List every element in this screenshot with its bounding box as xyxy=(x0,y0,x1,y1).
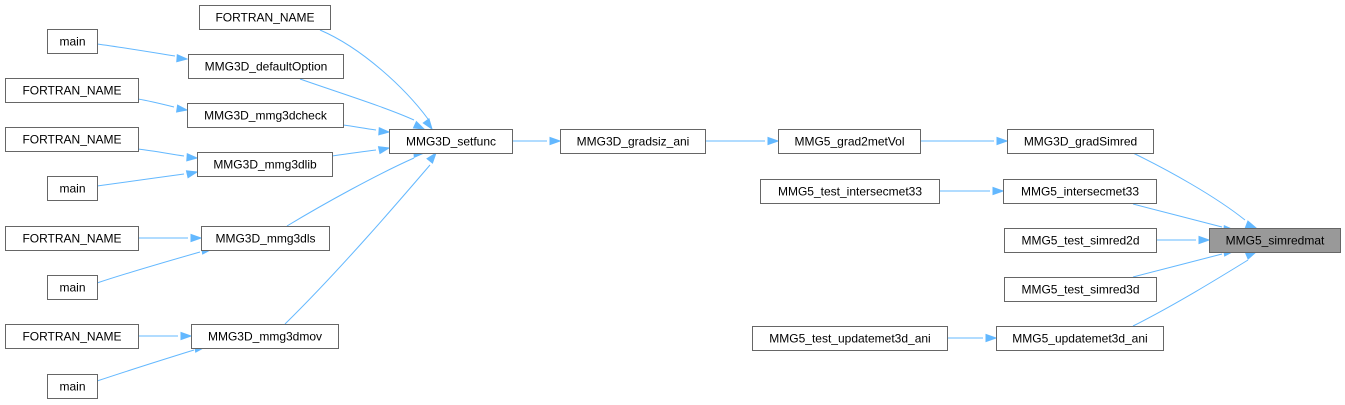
edge-gradsiz_ani-to-grad2metVol xyxy=(704,136,780,146)
node-label: FORTRAN_NAME xyxy=(215,11,314,25)
edge-mmg3dlib-to-setfunc xyxy=(331,146,391,157)
node-setfunc[interactable]: MMG3D_setfunc xyxy=(389,129,513,154)
node-label: FORTRAN_NAME xyxy=(22,330,121,344)
node-mmg3dmov[interactable]: MMG3D_mmg3dmov xyxy=(191,324,339,349)
node-mmg3dls[interactable]: MMG3D_mmg3dls xyxy=(201,226,330,251)
node-label: FORTRAN_NAME xyxy=(22,232,121,246)
node-label: MMG5_test_simred3d xyxy=(1021,283,1139,297)
edge-test_simred3d-to-simredmat xyxy=(1132,248,1236,278)
node-label: main xyxy=(59,281,85,295)
node-main-2[interactable]: main xyxy=(47,176,98,201)
edge-defaultOption-to-setfunc xyxy=(299,78,426,130)
node-label: MMG3D_gradSimred xyxy=(1024,135,1137,149)
node-simredmat: MMG5_simredmat xyxy=(1209,228,1341,253)
node-label: MMG3D_mmg3dlib xyxy=(213,158,317,172)
node-fortran-2[interactable]: FORTRAN_NAME xyxy=(5,78,139,103)
edge-mmg3dmov-to-setfunc xyxy=(284,151,437,325)
node-fortran-4[interactable]: FORTRAN_NAME xyxy=(5,226,139,251)
node-label: main xyxy=(59,380,85,394)
node-label: MMG5_simredmat xyxy=(1226,234,1325,248)
node-main-4[interactable]: main xyxy=(47,374,98,399)
edge-fortran_3-to-mmg3dlib xyxy=(137,148,199,162)
node-label: MMG3D_mmg3dcheck xyxy=(204,109,328,123)
node-test-simred3d[interactable]: MMG5_test_simred3d xyxy=(1004,277,1157,302)
edge-main_2-to-mmg3dlib xyxy=(96,170,199,187)
node-updatemet3d-ani[interactable]: MMG5_updatemet3d_ani xyxy=(996,326,1164,351)
node-intersecmet33[interactable]: MMG5_intersecmet33 xyxy=(1003,179,1157,204)
edge-test_simred2d-to-simredmat xyxy=(1156,235,1211,245)
node-test-intersecmet33[interactable]: MMG5_test_intersecmet33 xyxy=(760,179,940,204)
node-label: MMG5_updatemet3d_ani xyxy=(1012,332,1147,346)
node-label: FORTRAN_NAME xyxy=(22,133,121,147)
edge-fortran_5-to-mmg3dmov xyxy=(138,331,193,341)
node-label: MMG3D_mmg3dls xyxy=(215,232,315,246)
node-gradSimred[interactable]: MMG3D_gradSimred xyxy=(1007,129,1154,154)
node-label: MMG3D_gradsiz_ani xyxy=(577,135,690,149)
node-test-updatemet3d-ani[interactable]: MMG5_test_updatemet3d_ani xyxy=(752,326,948,351)
node-mmg3dcheck[interactable]: MMG3D_mmg3dcheck xyxy=(187,103,344,128)
node-label: MMG5_test_simred2d xyxy=(1021,234,1139,248)
edge-fortran_4-to-mmg3dls xyxy=(137,233,203,243)
node-test-simred2d[interactable]: MMG5_test_simred2d xyxy=(1004,228,1157,253)
node-gradsiz-ani[interactable]: MMG3D_gradsiz_ani xyxy=(560,129,706,154)
nodes: FORTRAN_NAMEmainMMG3D_defaultOptionFORTR… xyxy=(5,5,1341,399)
node-label: MMG5_test_intersecmet33 xyxy=(778,185,922,199)
node-mmg3dlib[interactable]: MMG3D_mmg3dlib xyxy=(197,152,333,177)
edge-main_1-to-defaultOption xyxy=(96,43,189,63)
node-label: FORTRAN_NAME xyxy=(22,84,121,98)
node-label: MMG3D_defaultOption xyxy=(205,60,328,74)
node-main-1[interactable]: main xyxy=(47,29,98,54)
node-fortran-5[interactable]: FORTRAN_NAME xyxy=(5,324,139,349)
node-defaultOption[interactable]: MMG3D_defaultOption xyxy=(188,54,344,79)
edge-main_4-to-mmg3dmov xyxy=(96,344,207,382)
edge-test_updatemet3d_ani-to-updatemet3d_ani xyxy=(946,333,998,343)
node-grad2metVol[interactable]: MMG5_grad2metVol xyxy=(778,129,921,154)
node-label: MMG5_test_updatemet3d_ani xyxy=(769,332,930,346)
edge-fortran_1-to-setfunc xyxy=(319,29,433,131)
node-label: MMG3D_setfunc xyxy=(406,135,496,149)
node-main-3[interactable]: main xyxy=(47,275,98,300)
node-label: main xyxy=(59,182,85,196)
edge-fortran_2-to-mmg3dcheck xyxy=(137,98,189,113)
edge-gradSimred-to-simredmat xyxy=(1132,152,1258,229)
node-fortran-1[interactable]: FORTRAN_NAME xyxy=(199,5,331,30)
edge-grad2metVol-to-gradSimred xyxy=(919,136,1009,146)
edge-test_intersecmet33-to-intersecmet33 xyxy=(939,186,1005,196)
node-label: MMG5_intersecmet33 xyxy=(1021,185,1139,199)
node-label: MMG5_grad2metVol xyxy=(794,135,904,149)
edge-setfunc-to-gradsiz_ani xyxy=(511,136,562,146)
node-fortran-3[interactable]: FORTRAN_NAME xyxy=(5,127,139,152)
edge-mmg3dcheck-to-setfunc xyxy=(342,124,391,136)
edge-main_3-to-mmg3dls xyxy=(96,246,214,284)
node-label: MMG3D_mmg3dmov xyxy=(208,330,322,344)
node-label: main xyxy=(59,35,85,49)
